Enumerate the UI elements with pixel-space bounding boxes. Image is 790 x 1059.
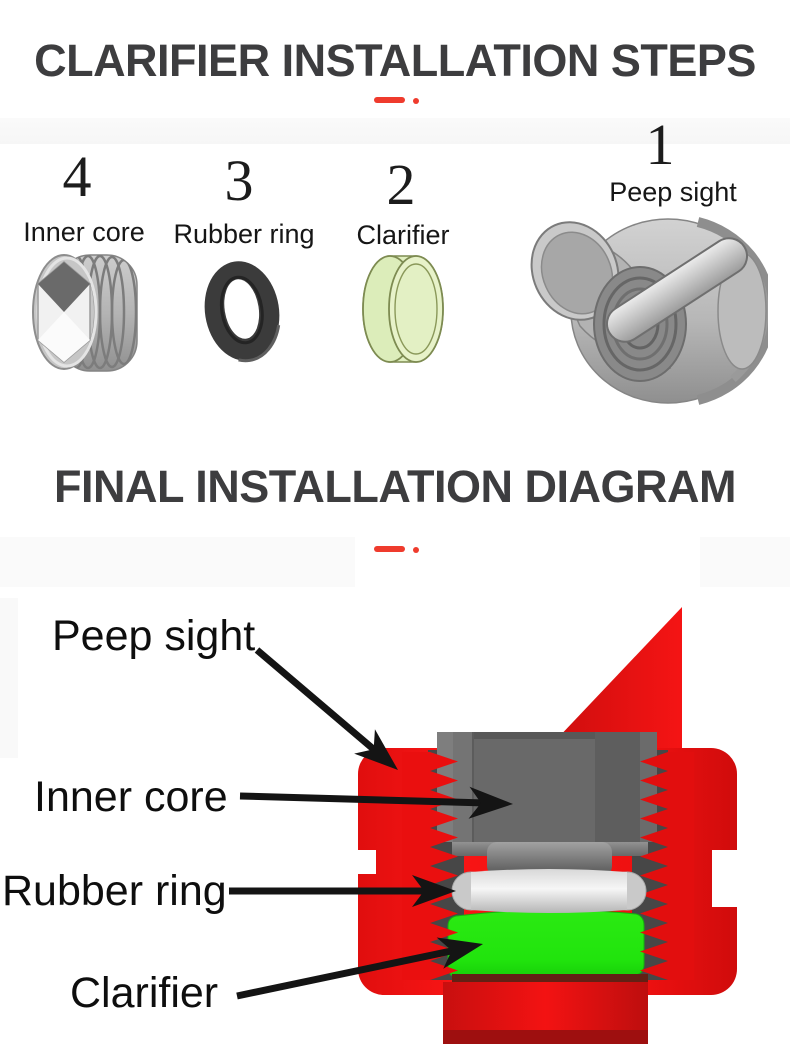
red-tube-lower <box>443 982 648 1044</box>
callout-rubber-ring: Rubber ring <box>2 867 227 915</box>
steps-section-title: CLARIFIER INSTALLATION STEPS <box>34 35 756 86</box>
photo-bg-patch <box>0 537 355 587</box>
part-label-rubber-ring: Rubber ring <box>173 219 315 249</box>
title-divider-2 <box>374 546 420 554</box>
part-label-clarifier: Clarifier <box>356 220 450 250</box>
callout-peep-sight: Peep sight <box>52 612 256 660</box>
callout-clarifier: Clarifier <box>70 969 219 1017</box>
final-section-title: FINAL INSTALLATION DIAGRAM <box>54 461 736 512</box>
photo-bg-patch <box>700 537 790 587</box>
clarifier-lens-icon <box>358 250 448 368</box>
background-band <box>0 118 790 144</box>
thread-teeth-right <box>640 752 694 980</box>
part-number-2: 2 <box>386 152 416 217</box>
black-o-ring-icon <box>196 255 288 367</box>
part-number-1: 1 <box>645 112 675 177</box>
part-label-inner-core: Inner core <box>23 217 145 247</box>
peep-sight-housing-icon <box>528 208 768 413</box>
final-assembly-diagram <box>340 600 750 1059</box>
clarifier-cross-section <box>447 909 645 982</box>
divider-dash <box>374 97 405 103</box>
part-number-4: 4 <box>62 144 92 209</box>
housing-notch-right <box>712 850 746 907</box>
callout-inner-core: Inner core <box>34 773 228 821</box>
divider-dash <box>374 546 405 552</box>
photo-bg-patch <box>0 598 18 758</box>
housing-notch-left <box>350 850 376 874</box>
divider-dot <box>413 547 419 553</box>
threaded-inner-core-icon <box>28 250 140 378</box>
rubber-ring-cross-section <box>451 869 647 913</box>
inner-core-cross-section <box>437 732 657 876</box>
part-label-peep-sight: Peep sight <box>609 177 737 207</box>
divider-dot <box>413 98 419 104</box>
part-number-3: 3 <box>224 148 254 213</box>
title-divider <box>374 97 420 105</box>
thread-teeth-left <box>402 752 458 980</box>
